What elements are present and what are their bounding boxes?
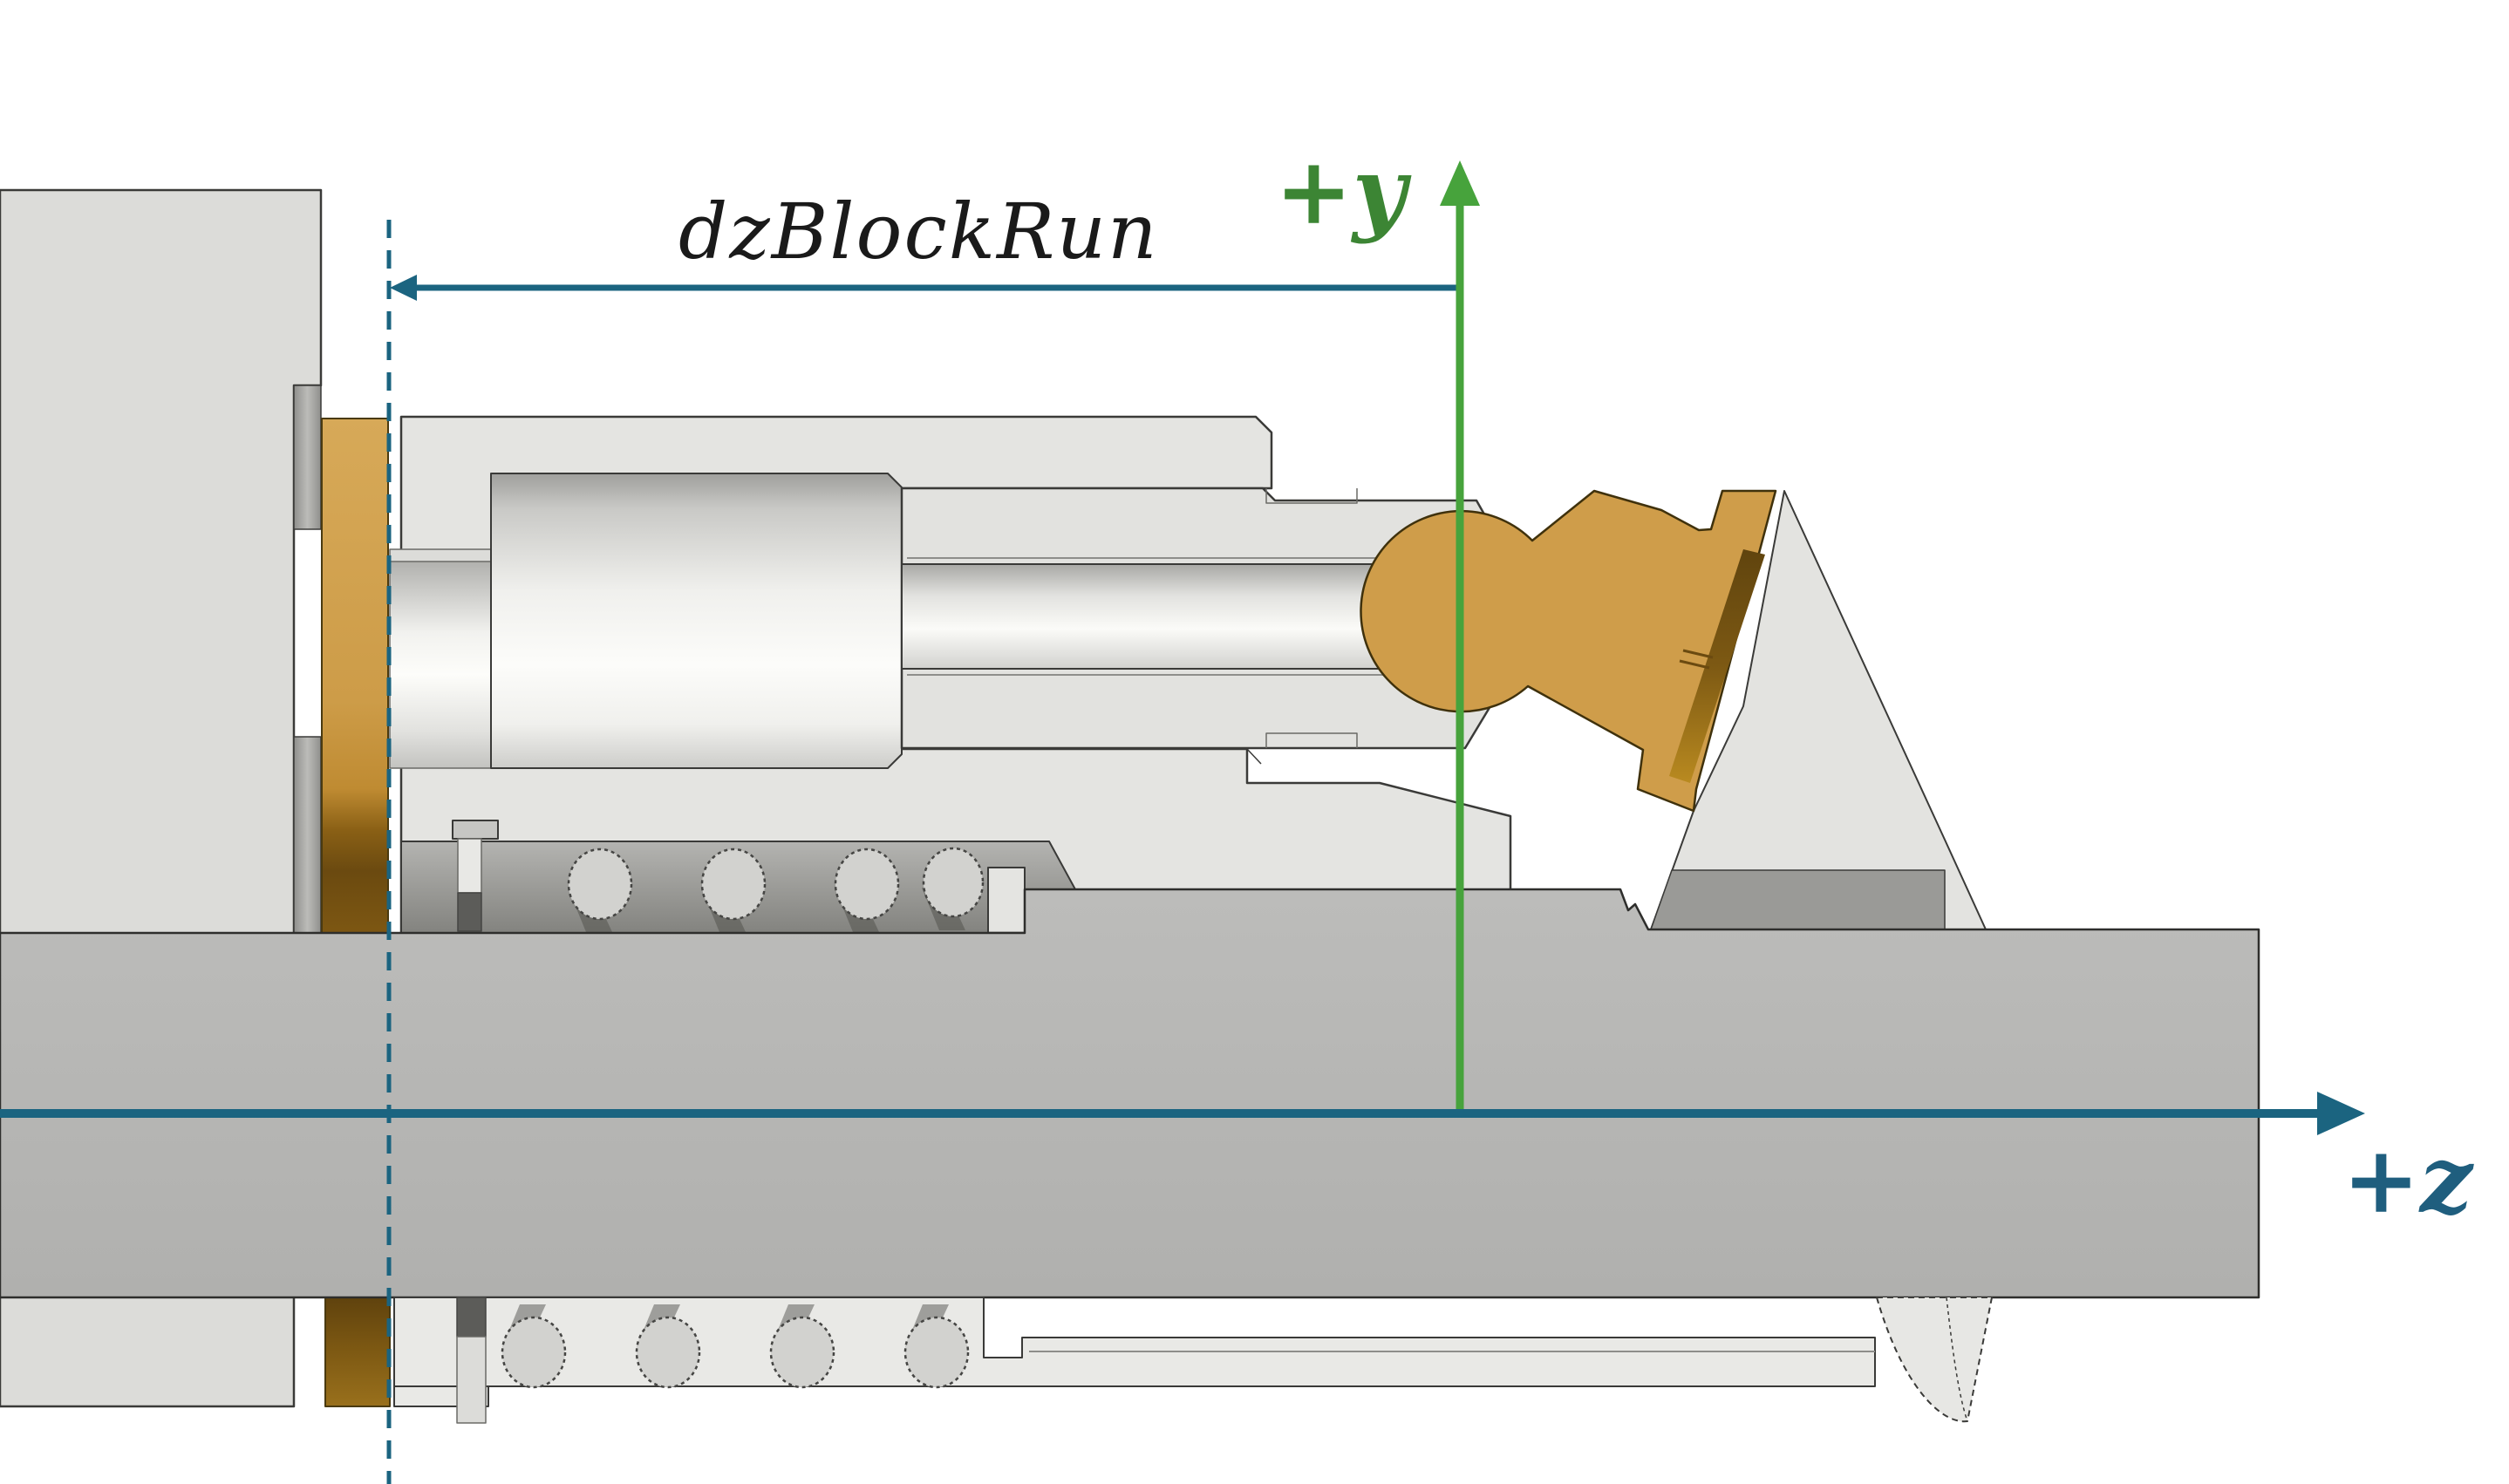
bolt-bore-lines [907, 557, 1408, 676]
dimension-arrowhead [390, 275, 417, 301]
brass-washer-upper [321, 418, 389, 934]
retainer-spacer-upper [293, 385, 322, 530]
lever-foot-shadow [1650, 869, 1946, 930]
y-axis [1440, 160, 1480, 1113]
spring-coils-upper [567, 847, 985, 932]
fork-shadow-stripe [1669, 549, 1765, 783]
spring-housing-lower [393, 1297, 1876, 1387]
z-axis-label: +z [2342, 1125, 2473, 1234]
dimension-label: dzBlockRun [678, 187, 1159, 276]
lever-hub-lower-line [1946, 1297, 1968, 1422]
retainer-pin-upper [452, 820, 499, 932]
y-axis-arrowhead [1440, 160, 1480, 206]
brass-washer-lower [324, 1296, 391, 1407]
lever-hub-lower [1876, 1297, 1993, 1423]
fork-slot-lines [1679, 649, 1714, 670]
retainer-pin-lower [456, 1297, 487, 1424]
plunger-piston [490, 473, 903, 769]
spring-bore [389, 560, 492, 769]
y-axis-label: +y [1275, 136, 1407, 245]
retainer-spacer-lower [293, 736, 322, 934]
z-axis-arrowhead [2317, 1092, 2365, 1135]
spring-coils-lower [501, 1304, 970, 1389]
z-axis [0, 1092, 2365, 1135]
shaft-section [0, 888, 2260, 1299]
bolt-step-lines [1265, 488, 1358, 748]
housing-notch-chamfer [1246, 748, 1262, 765]
dimension-dzblockrun [390, 275, 1460, 301]
housing-lip [389, 548, 492, 562]
